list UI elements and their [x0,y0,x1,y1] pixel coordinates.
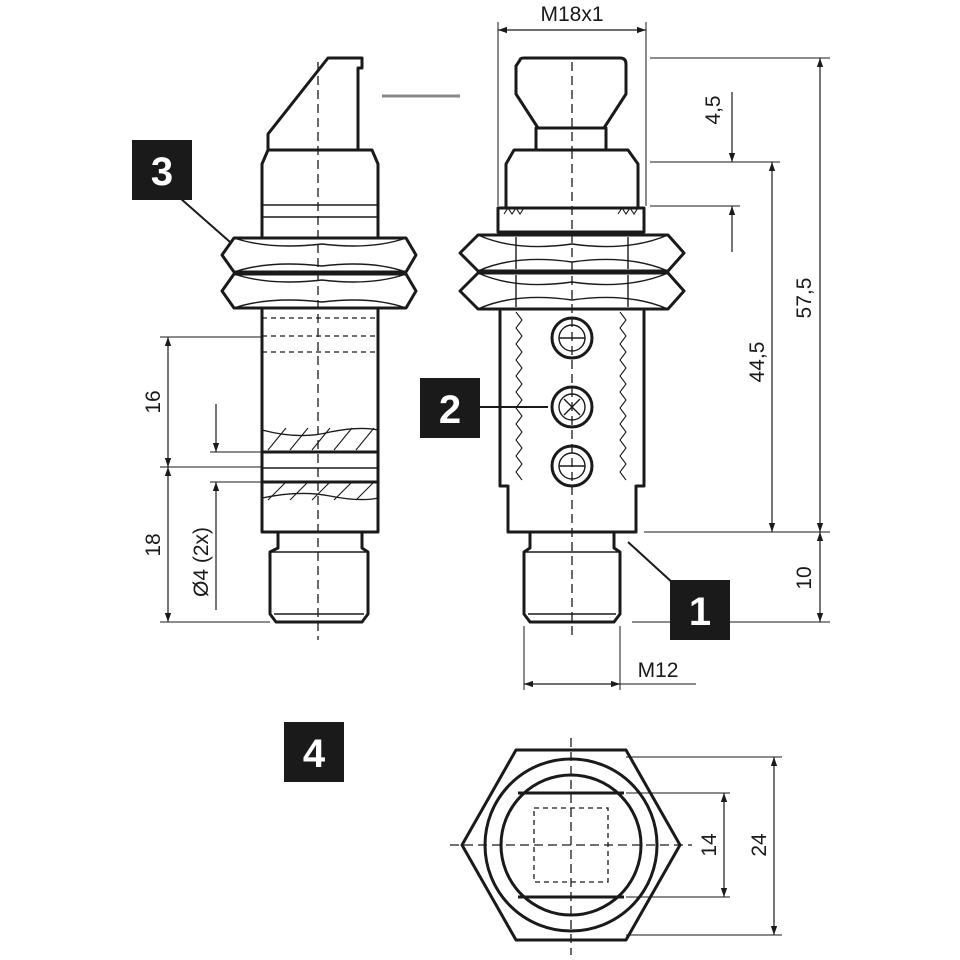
dim-mount-lower: 18 [142,533,165,556]
upper-body [260,148,380,240]
bottom-view-hex [450,738,692,955]
dim-mount-upper: 16 [142,390,165,413]
callout-4-label: 4 [303,732,326,776]
callout-2-label: 2 [439,388,461,432]
dim-body-length: 44,5 [746,342,769,383]
connector-plug [268,530,370,624]
dim-head-height: 4,5 [702,95,725,124]
callout-1: 1 [627,541,730,640]
angled-sensor-head [266,56,364,152]
dim-thread-plug: M12 [638,659,679,682]
callout-2: 2 [420,378,548,438]
dim-hole-diameter: Ø4 (2x) [190,527,213,597]
lower-body [260,306,380,534]
callout-3: 3 [132,140,231,243]
dim-hex-width: 24 [748,833,771,857]
dim-flat-width: 14 [698,833,721,857]
dim-thread-main: M18x1 [540,3,603,26]
callout-1-label: 1 [689,590,711,634]
front-sensor-head [514,56,628,130]
dimension-lines [160,22,830,936]
front-view-sensor [458,56,686,640]
side-view-sensor [220,56,460,640]
dim-total-length: 57,5 [793,278,816,319]
callout-3-label: 3 [151,150,173,194]
callout-4: 4 [284,722,344,782]
dim-connector-length: 10 [793,566,816,589]
